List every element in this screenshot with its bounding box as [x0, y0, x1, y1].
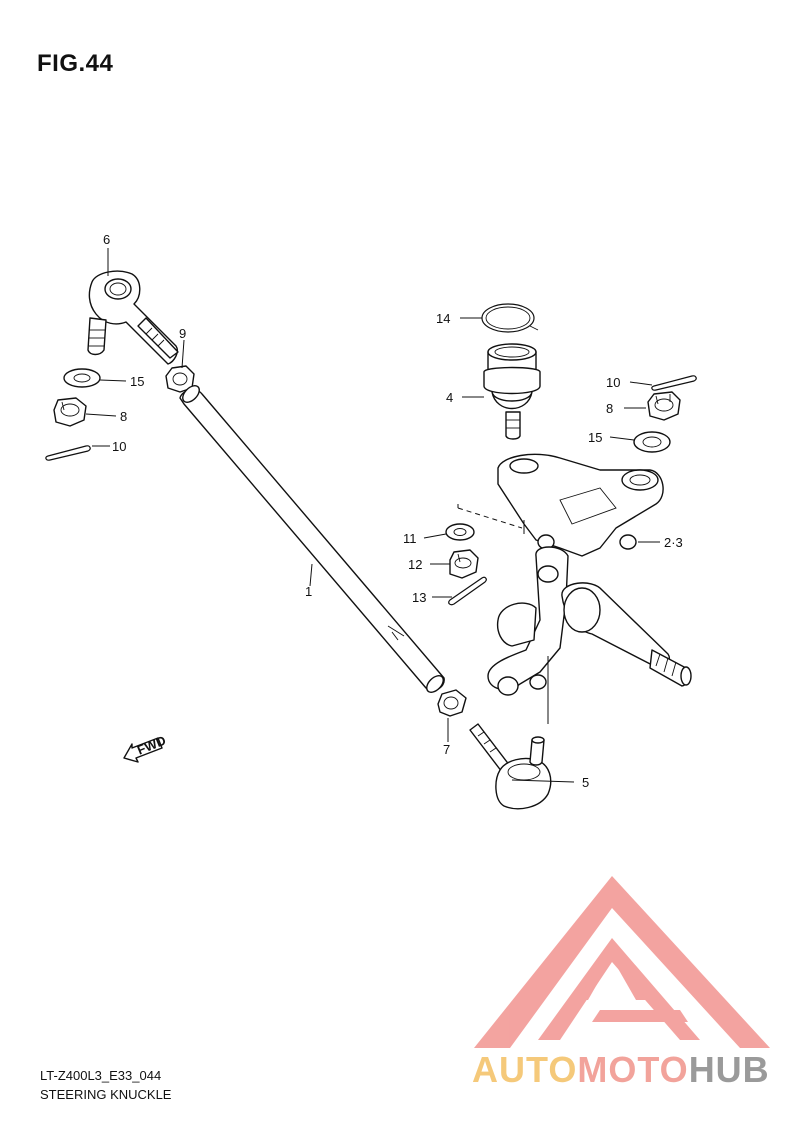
callout-14: 14 [436, 311, 450, 326]
watermark-text-auto: AUTO [472, 1049, 577, 1090]
leader-lines [85, 248, 660, 783]
part-9-nut [165, 365, 195, 393]
part-12-castle-nut [449, 549, 479, 579]
callout-11: 11 [403, 531, 417, 546]
part-14-circlip [481, 303, 539, 333]
watermark-m-stroke [578, 940, 646, 1000]
callout-1: 1 [305, 584, 312, 599]
watermark-text-hub: HUB [689, 1049, 770, 1090]
part-11-washer [445, 523, 475, 541]
watermark-text: AUTOMOTOHUB [472, 1049, 770, 1090]
assembly-dash-lines [457, 504, 525, 534]
callout-10-left: 10 [112, 439, 126, 454]
callout-6: 6 [103, 232, 110, 247]
callout-15-left: 15 [130, 374, 144, 389]
part-8-castle-nut-right [647, 391, 681, 421]
callout-4: 4 [446, 390, 453, 405]
part-2-3-steering-knuckle [487, 453, 692, 696]
fwd-label: FWD [135, 733, 168, 758]
part-13-cotter-pin [448, 576, 487, 606]
part-4-ball-joint [483, 343, 541, 440]
callout-9: 9 [179, 326, 186, 341]
callout-10-right: 10 [606, 375, 620, 390]
part-10-cotter-pin-right [651, 375, 697, 391]
callout-2-3: 2·3 [664, 535, 683, 550]
callout-12: 12 [408, 557, 422, 572]
callout-7: 7 [443, 742, 450, 757]
callout-5: 5 [582, 775, 589, 790]
footer-diagram-code: LT-Z400L3_E33_044 [40, 1068, 162, 1083]
part-8-castle-nut-left [53, 397, 87, 427]
part-15-washer-left [63, 368, 101, 388]
watermark-logo [474, 876, 770, 1048]
callout-15-right: 15 [588, 430, 602, 445]
footer-diagram-name: STEERING KNUCKLE [40, 1087, 172, 1102]
part-7-nut [437, 689, 467, 717]
callout-8-right: 8 [606, 401, 613, 416]
callout-8-left: 8 [120, 409, 127, 424]
watermark-triangle-outer [474, 876, 770, 1048]
part-1-tie-rod [179, 385, 445, 693]
figure-title: FIG.44 [37, 50, 114, 77]
part-5-tie-rod-end-right [469, 723, 552, 810]
watermark-text-moto: MOTO [577, 1049, 688, 1090]
callout-13: 13 [412, 590, 426, 605]
part-10-cotter-pin-left [45, 445, 91, 461]
watermark-m-bar [592, 1010, 688, 1022]
fwd-arrow: FWD [123, 733, 168, 763]
part-6-tie-rod-end-left [87, 270, 179, 365]
part-15-washer-right [633, 431, 671, 453]
